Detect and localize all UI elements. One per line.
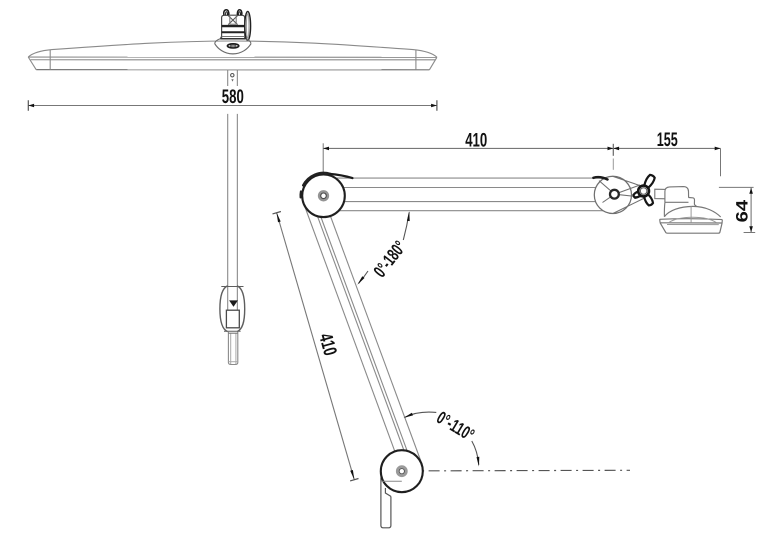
svg-text:64: 64 bbox=[734, 199, 752, 223]
svg-text:155: 155 bbox=[657, 129, 678, 151]
svg-text:580: 580 bbox=[222, 86, 244, 108]
svg-text:410: 410 bbox=[465, 129, 487, 151]
